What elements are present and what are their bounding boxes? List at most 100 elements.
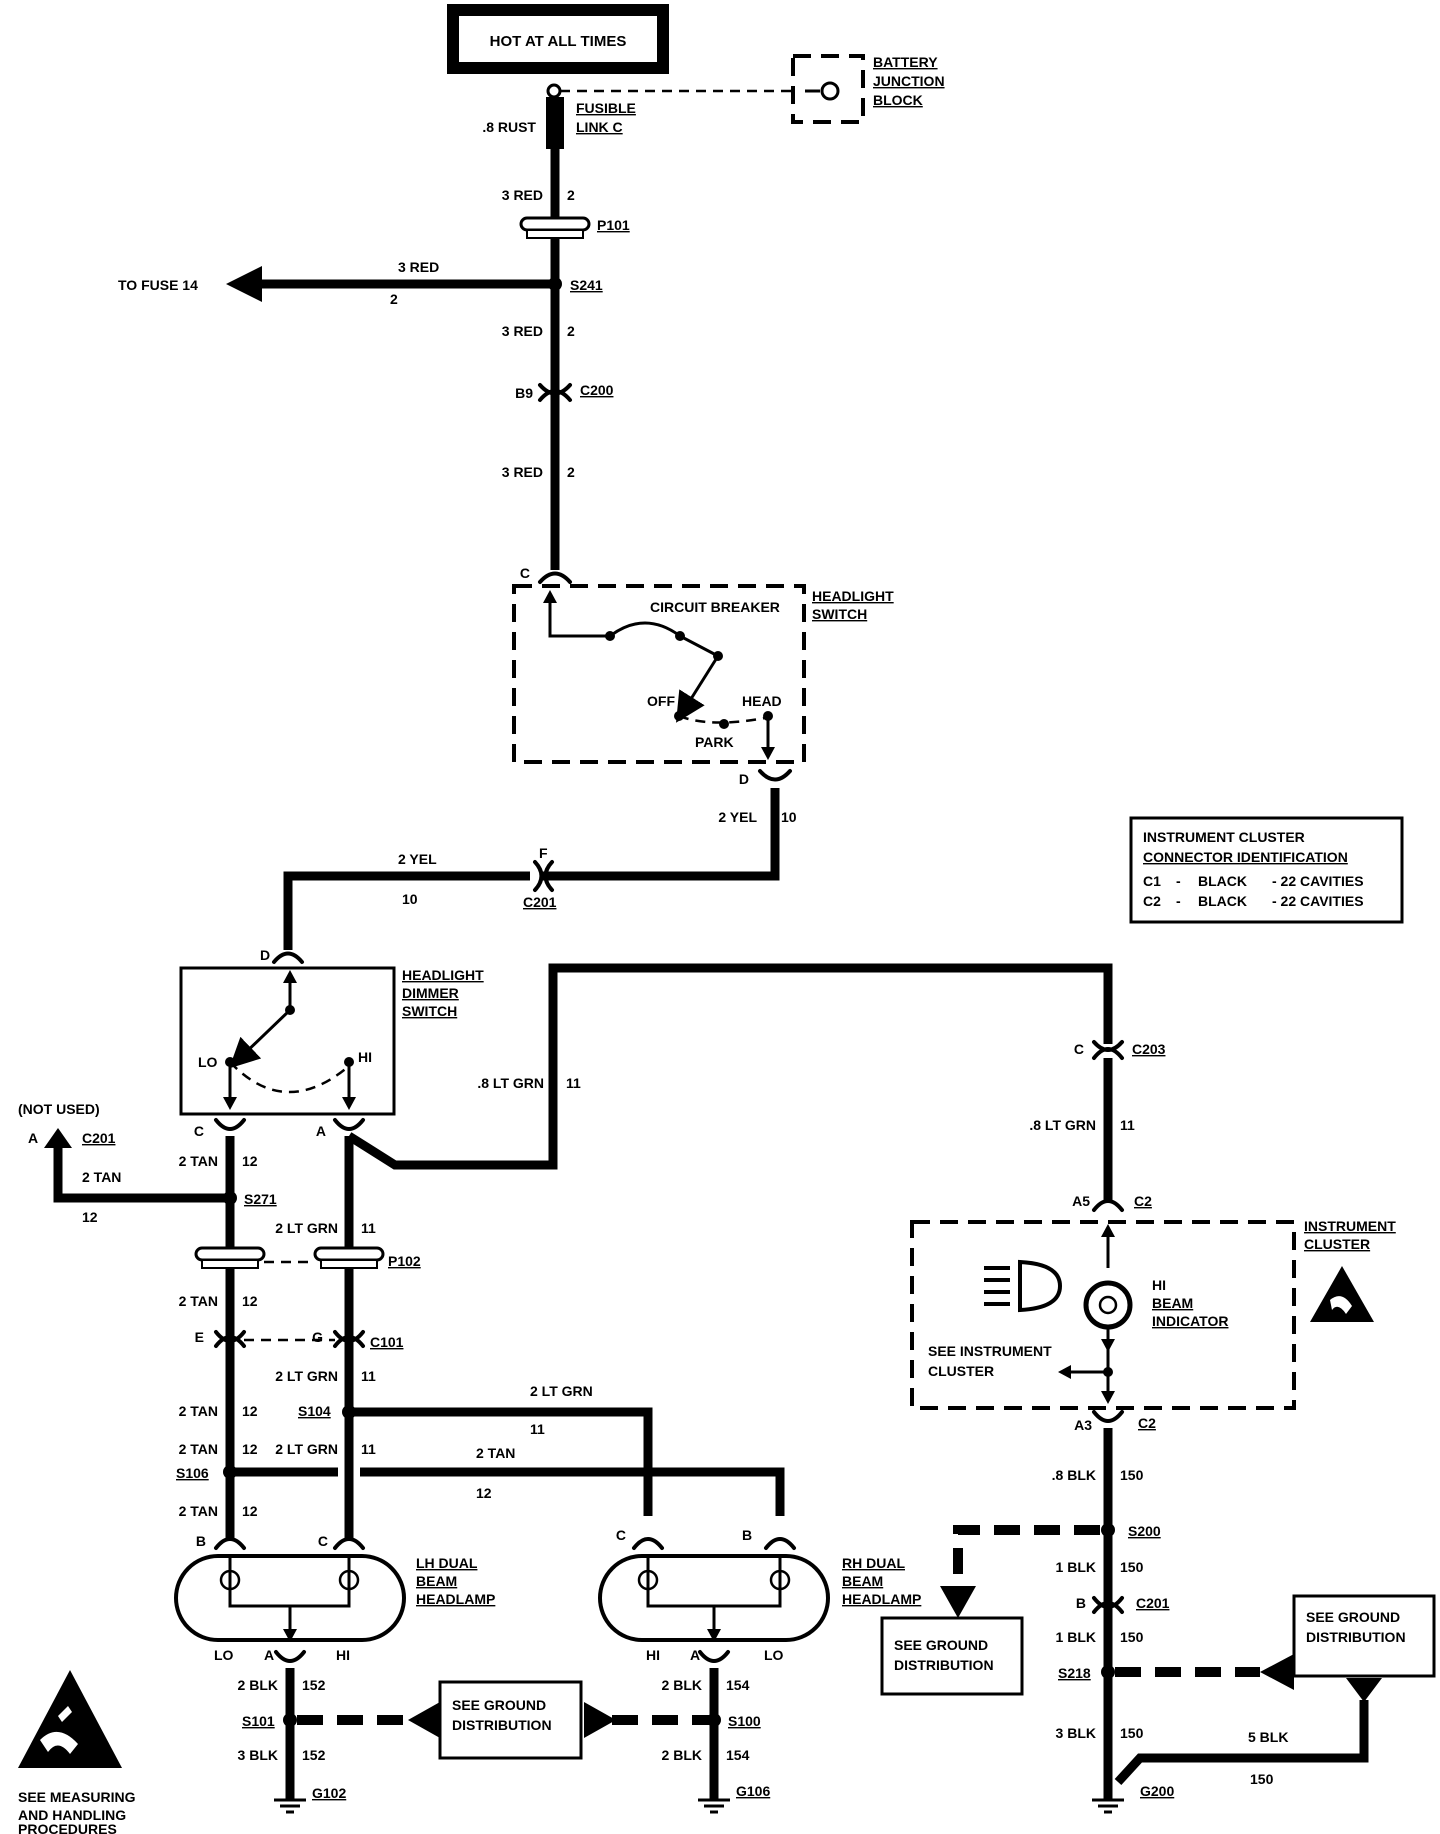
left-wires-t6n-label: 12 (242, 1503, 258, 1519)
instrument-cluster-box (910, 1220, 1296, 1410)
fusible-link (546, 97, 564, 149)
lh-lamp-w2-label: 3 BLK (238, 1747, 278, 1763)
wires-d2-pin-label: D (260, 947, 270, 963)
fusible-link-line1-label: FUSIBLE (576, 100, 636, 116)
id-box-line1-label: INSTRUMENT CLUSTER (1143, 829, 1305, 845)
lh-lamp-w1-label: 2 BLK (238, 1677, 278, 1693)
esd-warning-icon (1310, 1266, 1374, 1322)
wires-w10n-label: 150 (1120, 1559, 1144, 1575)
wires-w5n-label: 10 (781, 809, 797, 825)
esd-note-line1-label: SEE MEASURING (18, 1789, 136, 1805)
ground-distribution-box-2 (880, 1616, 1024, 1696)
wires-c2a-label: C2 (1134, 1193, 1152, 1209)
wires-w3n-label: 2 (567, 323, 575, 339)
ground-boxes-g1-line2-label: DISTRIBUTION (452, 1717, 552, 1733)
left-wires-g3-label: 2 LT GRN (530, 1383, 593, 1399)
wires-s200-label: S200 (1128, 1523, 1161, 1539)
dimmer-switch-title3-label: SWITCH (402, 1003, 457, 1019)
left-wires-c-pin-label: C (194, 1123, 204, 1139)
left-wires-t3-label: 2 TAN (179, 1403, 218, 1419)
id-box-r1c2-label: - (1176, 873, 1181, 889)
left-wires-t2n-label: 12 (242, 1293, 258, 1309)
wires-w3-label: 3 RED (502, 323, 543, 339)
cluster-title2-label: CLUSTER (1304, 1236, 1370, 1252)
wires-w2n-label: 2 (390, 291, 398, 307)
esd-note-line2-label: AND HANDLING (18, 1807, 126, 1823)
wires-w4-label: 3 RED (502, 464, 543, 480)
lh-lamp-lo-label: LO (214, 1647, 234, 1663)
lh-lamp-w1n-label: 152 (302, 1677, 326, 1693)
left-wires-s106-label: S106 (176, 1465, 209, 1481)
left-wires-g2n-label: 11 (361, 1368, 376, 1384)
not-used-label-label: (NOT USED) (18, 1101, 100, 1117)
wires-b-pin-label: B (1076, 1595, 1086, 1611)
left-wires-b-pin-label: B (196, 1533, 206, 1549)
ground-boxes-g2-line1-label: SEE GROUND (894, 1637, 988, 1653)
rh-lamp-title3-label: HEADLAMP (842, 1591, 921, 1607)
id-box-r2c2-label: - (1176, 893, 1181, 909)
wires-d-pin-label: D (739, 771, 749, 787)
wires-c201b-label: C201 (1136, 1595, 1170, 1611)
dimmer-switch-title1-label: HEADLIGHT (402, 967, 484, 983)
wires-w7n-label: 11 (566, 1075, 581, 1091)
wires-c201-label: C201 (523, 894, 557, 910)
ground-boxes-g3-line2-label: DISTRIBUTION (1306, 1629, 1406, 1645)
left-wires-t6-label: 2 TAN (179, 1503, 218, 1519)
fusible-link-line2-label: LINK C (576, 119, 623, 135)
cluster-title1-label: INSTRUMENT (1304, 1218, 1396, 1234)
left-wires-g4n-label: 11 (361, 1441, 376, 1457)
fusible-link-wire-label: .8 RUST (482, 119, 536, 135)
dimmer-switch-title2-label: DIMMER (402, 985, 459, 1001)
not-used-conn-label: C201 (82, 1130, 116, 1146)
wires-c203-pin-label: C (1074, 1041, 1084, 1057)
id-box-r2c1-label: C2 (1143, 893, 1161, 909)
esd-note-line3-label: PROCEDURES (18, 1821, 117, 1834)
wires-to-fuse-label: TO FUSE 14 (118, 277, 198, 293)
wires-w8n-label: 11 (1120, 1117, 1135, 1133)
left-wires-c2-pin-label: C (318, 1533, 328, 1549)
lh-lamp-s101-label: S101 (242, 1713, 275, 1729)
wires-s218-label: S218 (1058, 1665, 1091, 1681)
wires-s241-label: S241 (570, 277, 603, 293)
hi-beam-indicator-bulb (1083, 1280, 1133, 1330)
lh-headlamp (174, 1554, 406, 1642)
left-wires-t2-label: 2 TAN (179, 1293, 218, 1309)
rh-lamp-title1-label: RH DUAL (842, 1555, 905, 1571)
wires-w7-label: .8 LT GRN (477, 1075, 544, 1091)
id-box-line2-label: CONNECTOR IDENTIFICATION (1143, 849, 1348, 865)
high-beam-icon (984, 1259, 1063, 1313)
rh-lamp-b-pin-label: B (742, 1527, 752, 1543)
cluster-see1-label: SEE INSTRUMENT (928, 1343, 1052, 1359)
wires-b9-label: B9 (515, 385, 533, 401)
left-wires-g4-label: 2 LT GRN (275, 1441, 338, 1457)
left-wires-g1n-label: 11 (361, 1220, 376, 1236)
wires-w1-label: 3 RED (502, 187, 543, 203)
headlight-switch-park-label: PARK (695, 734, 734, 750)
left-wires-c101-label: C101 (370, 1334, 404, 1350)
headlight-switch-breaker-label: CIRCUIT BREAKER (650, 599, 780, 615)
wires-c203-label: C203 (1132, 1041, 1166, 1057)
wires-f-pin-label: F (539, 845, 548, 861)
rh-lamp-s100-label: S100 (728, 1713, 761, 1729)
wires-w13n-label: 150 (1250, 1771, 1274, 1787)
rh-lamp-hi-label: HI (646, 1647, 660, 1663)
wires-w9-label: .8 BLK (1052, 1467, 1096, 1483)
ground-boxes-g3-line1-label: SEE GROUND (1306, 1609, 1400, 1625)
lh-lamp-a-label: A (264, 1647, 274, 1663)
left-wires-g1-label: 2 LT GRN (275, 1220, 338, 1236)
wires-c-pin-label: C (520, 565, 530, 581)
rh-lamp-c-pin-label: C (616, 1527, 626, 1543)
ground-boxes-g2-line2-label: DISTRIBUTION (894, 1657, 994, 1673)
rh-lamp-a-label: A (690, 1647, 700, 1663)
not-used-wire-label: 2 TAN (82, 1169, 121, 1185)
rh-lamp-lo-label: LO (764, 1647, 784, 1663)
ground-boxes-g1-line1-label: SEE GROUND (452, 1697, 546, 1713)
rh-lamp-w2-label: 2 BLK (662, 1747, 702, 1763)
rh-lamp-w1-label: 2 BLK (662, 1677, 702, 1693)
p101-connector (519, 216, 591, 232)
left-wires-t4n-label: 12 (476, 1485, 492, 1501)
left-wires-p102-label: P102 (388, 1253, 421, 1269)
headlight-switch-box (512, 584, 806, 764)
id-box-r2c3-label: BLACK (1198, 893, 1247, 909)
wires-w11-label: 1 BLK (1056, 1629, 1096, 1645)
